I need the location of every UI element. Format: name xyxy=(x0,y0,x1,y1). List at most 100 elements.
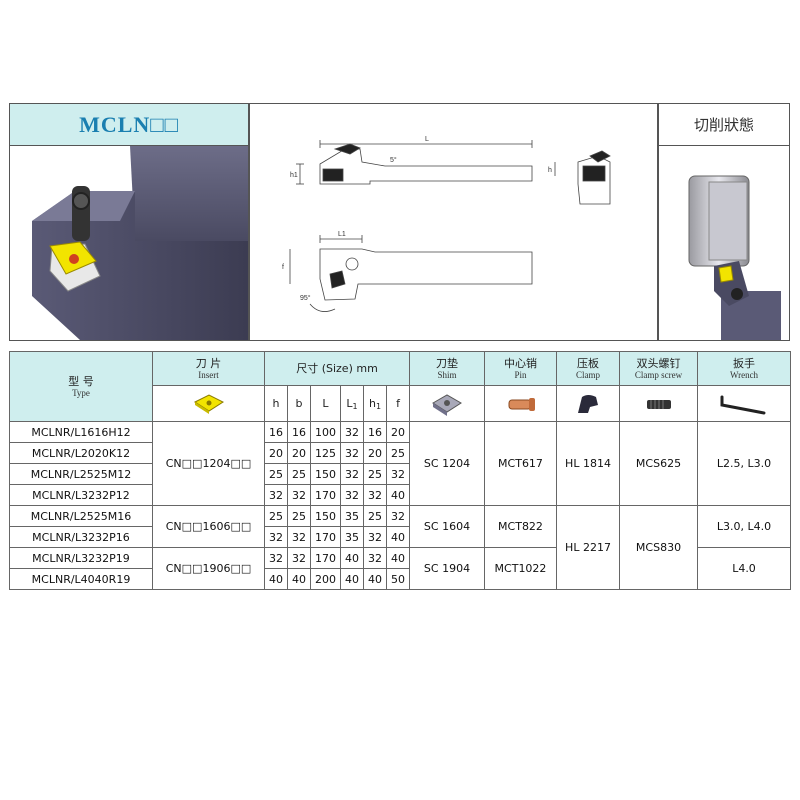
cell-shim: SC 1204 xyxy=(409,421,485,506)
table-row: MCLNR/L2525M12 25 25 150 32 25 32 xyxy=(9,463,791,485)
shim-icon xyxy=(409,385,485,422)
cell-b: 40 xyxy=(287,568,311,590)
cell-h1: 25 xyxy=(363,505,387,527)
cell-type: MCLNR/L4040R19 xyxy=(9,568,153,590)
cell-type: MCLNR/L2525M16 xyxy=(9,505,153,527)
table-row: MCLNR/L2525M16 CN□□1606□□ 25 25 150 35 2… xyxy=(9,505,791,590)
col-h1: h1 xyxy=(363,385,387,422)
technical-drawing-panel: L L1 h1 f h 95° 5° xyxy=(249,103,658,341)
table-row: MCLNR/L3232P12 32 32 170 32 32 40 xyxy=(9,484,791,506)
table-row: MCLNR/L4040R19 40 40 200 40 40 50 xyxy=(9,568,791,590)
cell-h1: 20 xyxy=(363,442,387,464)
cell-h: 25 xyxy=(264,463,288,485)
cell-L: 170 xyxy=(310,484,341,506)
cell-L1: 35 xyxy=(340,505,364,527)
cell-f: 20 xyxy=(386,421,410,443)
cell-h: 32 xyxy=(264,547,288,569)
product-image-panel: MCLN□□ xyxy=(9,103,249,341)
pin-icon xyxy=(484,385,557,422)
col-L1: L1 xyxy=(340,385,364,422)
cell-f: 40 xyxy=(386,484,410,506)
cell-f: 40 xyxy=(386,526,410,548)
cell-wrench: L4.0 xyxy=(697,547,791,590)
cell-b: 25 xyxy=(287,505,311,527)
cell-b: 32 xyxy=(287,526,311,548)
cell-shim: SC 1604 xyxy=(409,505,485,548)
header-size: 尺寸 (Size) mm xyxy=(264,351,410,386)
cell-clamp: HL 1814 xyxy=(556,421,620,506)
col-b: b xyxy=(287,385,311,422)
clamp-icon xyxy=(556,385,620,422)
cell-L1: 32 xyxy=(340,463,364,485)
cell-L1: 35 xyxy=(340,526,364,548)
table-row: MCLNR/L2020K12 20 20 125 32 20 25 xyxy=(9,442,791,464)
cell-pin: MCT617 xyxy=(484,421,557,506)
cell-L: 150 xyxy=(310,463,341,485)
cell-h: 32 xyxy=(264,484,288,506)
cell-clamp: HL 2217 xyxy=(556,505,620,590)
angle2-label: 5° xyxy=(390,156,397,164)
table-row: MCLNR/L3232P19 CN□□1906□□ 32 32 170 40 3… xyxy=(9,547,791,590)
wrench-icon xyxy=(697,385,791,422)
cell-h: 16 xyxy=(264,421,288,443)
dim-h-label: h xyxy=(548,167,552,174)
cell-L1: 32 xyxy=(340,484,364,506)
cutting-state-bar: 切削狀態 xyxy=(659,104,789,146)
cell-pin: MCT822 xyxy=(484,505,557,548)
insert-icon xyxy=(152,385,265,422)
cell-L: 170 xyxy=(310,526,341,548)
technical-drawing: L L1 h1 f h 95° 5° xyxy=(282,136,611,312)
cell-wrench: L2.5, L3.0 xyxy=(697,421,791,506)
cell-L1: 32 xyxy=(340,442,364,464)
col-h: h xyxy=(264,385,288,422)
dim-L-label: L xyxy=(425,136,429,143)
cell-h: 25 xyxy=(264,505,288,527)
dim-h1-label: h1 xyxy=(290,172,298,179)
cell-L1: 40 xyxy=(340,547,364,569)
cell-L1: 32 xyxy=(340,421,364,443)
cell-f: 50 xyxy=(386,568,410,590)
cell-type: MCLNR/L3232P19 xyxy=(9,547,153,569)
cell-h1: 32 xyxy=(363,547,387,569)
cell-L: 100 xyxy=(310,421,341,443)
cell-L: 150 xyxy=(310,505,341,527)
cell-h: 40 xyxy=(264,568,288,590)
cell-screw: MCS625 xyxy=(619,421,698,506)
cell-type: MCLNR/L1616H12 xyxy=(9,421,153,443)
cell-f: 40 xyxy=(386,547,410,569)
cell-L: 125 xyxy=(310,442,341,464)
cell-L1: 40 xyxy=(340,568,364,590)
cell-type: MCLNR/L3232P12 xyxy=(9,484,153,506)
cell-type: MCLNR/L3232P16 xyxy=(9,526,153,548)
dim-f-label: f xyxy=(282,264,284,271)
cell-f: 25 xyxy=(386,442,410,464)
cutting-state-render xyxy=(688,175,781,340)
cell-h1: 16 xyxy=(363,421,387,443)
cell-h1: 32 xyxy=(363,484,387,506)
cell-L: 170 xyxy=(310,547,341,569)
cell-wrench: L3.0, L4.0 xyxy=(697,505,791,548)
cutting-state-title: 切削狀態 xyxy=(693,116,754,134)
cell-shim: SC 1904 xyxy=(409,547,485,590)
cell-h: 20 xyxy=(264,442,288,464)
cell-h1: 25 xyxy=(363,463,387,485)
cell-h1: 40 xyxy=(363,568,387,590)
col-f: f xyxy=(386,385,410,422)
dim-L1-label: L1 xyxy=(338,231,346,238)
cell-pin: MCT1022 xyxy=(484,547,557,590)
cell-screw: MCS830 xyxy=(619,505,698,590)
cell-h1: 32 xyxy=(363,526,387,548)
cell-f: 32 xyxy=(386,463,410,485)
col-L: L xyxy=(310,385,341,422)
cell-b: 32 xyxy=(287,484,311,506)
cell-f: 32 xyxy=(386,505,410,527)
cell-L: 200 xyxy=(310,568,341,590)
